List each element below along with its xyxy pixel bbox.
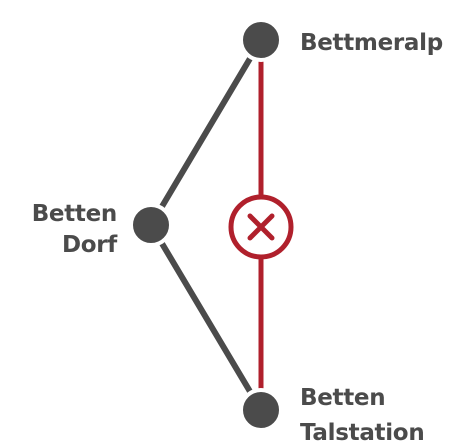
label-betten-talstation-line2: Talstation [300,420,424,441]
node-bettmeralp [239,18,283,62]
label-bettmeralp: Bettmeralp [300,30,443,56]
closed-x-icon [228,194,294,260]
label-betten-talstation-line1: Betten [300,385,385,411]
node-betten-talstation [239,388,283,432]
label-betten-dorf-line2: Dorf [62,232,118,258]
node-betten-dorf [129,203,173,247]
label-betten-dorf-line1: Betten [32,201,117,227]
line-bettmeralp-betten-dorf [148,37,264,228]
line-betten-dorf-betten-talstation [148,222,264,413]
